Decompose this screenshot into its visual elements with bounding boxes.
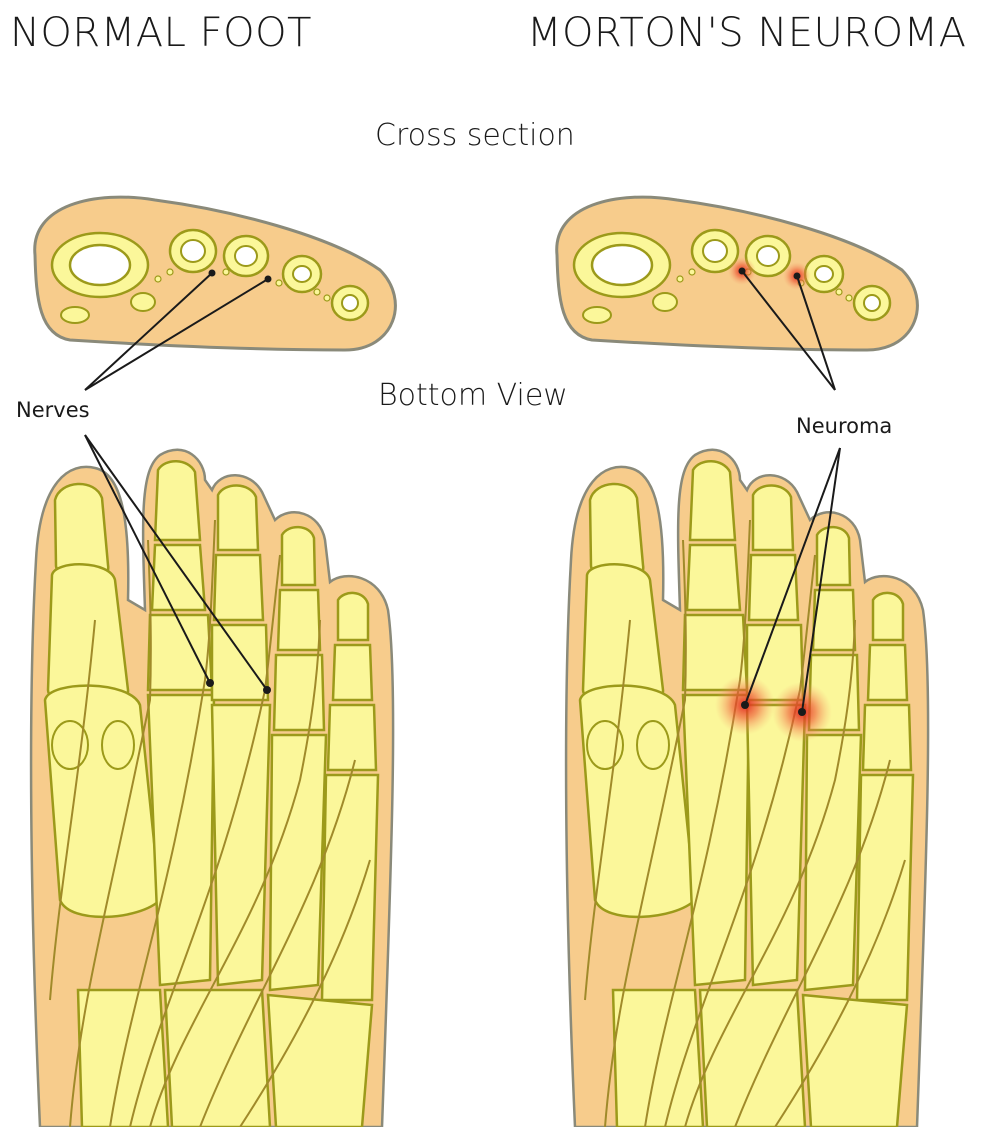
mortons-neuroma-title: MORTON'S NEUROMA xyxy=(527,10,966,56)
neuroma-label: Neuroma xyxy=(796,414,892,438)
normal-bottom-view xyxy=(31,450,393,1127)
nerves-label: Nerves xyxy=(16,398,90,422)
neuroma-bottom-view xyxy=(566,450,928,1127)
normal-foot-title: NORMAL FOOT xyxy=(10,10,312,56)
bottom-view-label: Bottom View xyxy=(378,378,568,413)
neuroma-cross-section xyxy=(557,197,918,350)
cross-section-label: Cross section xyxy=(375,118,575,153)
normal-cross-section xyxy=(35,197,396,350)
